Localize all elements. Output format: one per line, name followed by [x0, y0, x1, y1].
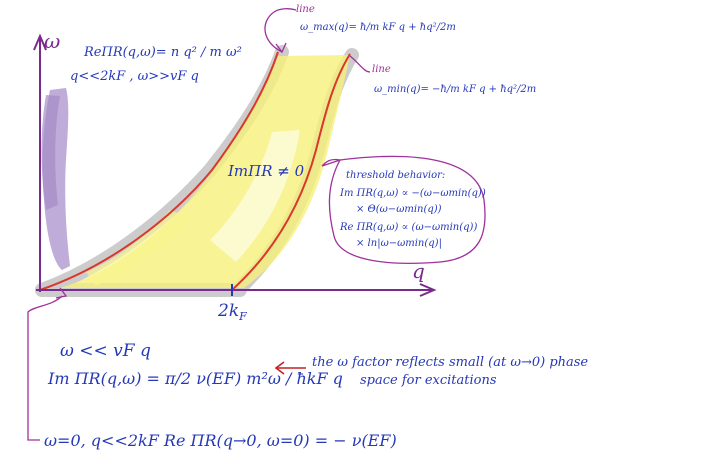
static-limit-equation: ω=0, q<<2kF Re ΠR(q→0, ω=0) = − ν(EF): [44, 431, 397, 450]
axes: [33, 33, 437, 297]
omega-max-annotation: line ω_max(q)= ħ/m kF q + ħq²/2m: [264, 4, 456, 54]
low-frequency-bracket: [27, 287, 68, 441]
purple-band: [41, 88, 70, 270]
boundary-lines: [39, 51, 351, 291]
im-pi-low-freq: Im ΠR(q,ω) = π/2 ν(EF) m²ω / ħkF q: [47, 369, 343, 388]
svg-text:Im ΠR(q,ω) ∝ −(ω−ωmin(q)): Im ΠR(q,ω) ∝ −(ω−ωmin(q)): [339, 188, 486, 199]
omega-factor-note-1: the ω factor reflects small (at ω→0) pha…: [312, 355, 588, 370]
svg-text:line: line: [296, 4, 315, 15]
svg-text:× Θ(ω−ωmin(q)): × Θ(ω−ωmin(q)): [356, 204, 442, 215]
x-axis-label: q: [412, 259, 425, 283]
threshold-box: threshold behavior: Im ΠR(q,ω) ∝ −(ω−ωmi…: [321, 155, 486, 264]
omega-factor-note-2: space for excitations: [360, 373, 497, 388]
svg-text:Re ΠR(q,ω) ∝ (ω−ωmin(q)): Re ΠR(q,ω) ∝ (ω−ωmin(q)): [339, 222, 477, 233]
continuum-fill: [60, 55, 350, 288]
svg-text:× ln|ω−ωmin(q)|: × ln|ω−ωmin(q)|: [356, 238, 442, 249]
svg-text:threshold behavior:: threshold behavior:: [346, 170, 445, 181]
svg-text:ω_min(q)= −ħ/m kF q + ħq²/2m: ω_min(q)= −ħ/m kF q + ħq²/2m: [374, 84, 536, 95]
omega-max-line: [39, 51, 279, 291]
svg-text:line: line: [372, 64, 391, 75]
svg-text:ω_max(q)= ħ/m kF q + ħq²/2m: ω_max(q)= ħ/m kF q + ħq²/2m: [300, 22, 456, 33]
x-axis-arrow: [419, 283, 437, 297]
im-pi-nonzero-label: ImΠR ≠ 0: [227, 162, 305, 180]
low-freq-condition: ω << vF q: [60, 341, 151, 361]
re-pi-large-omega-annotation: ReΠR(q,ω)= n q² / m ω² q<<2kF , ω>>vF q: [70, 45, 242, 84]
svg-text:ReΠR(q,ω)= n q² / m ω²: ReΠR(q,ω)= n q² / m ω²: [83, 45, 242, 60]
y-axis-arrow: [33, 33, 47, 51]
omega-min-line: [231, 53, 351, 291]
omega-min-annotation: line ω_min(q)= −ħ/m kF q + ħq²/2m: [349, 55, 536, 95]
tick-2kF-label: 2kF: [217, 301, 247, 323]
y-axis-label: ω: [44, 29, 60, 53]
svg-text:q<<2kF , ω>>vF q: q<<2kF , ω>>vF q: [70, 69, 199, 84]
omega-factor-arrow: [274, 361, 306, 375]
